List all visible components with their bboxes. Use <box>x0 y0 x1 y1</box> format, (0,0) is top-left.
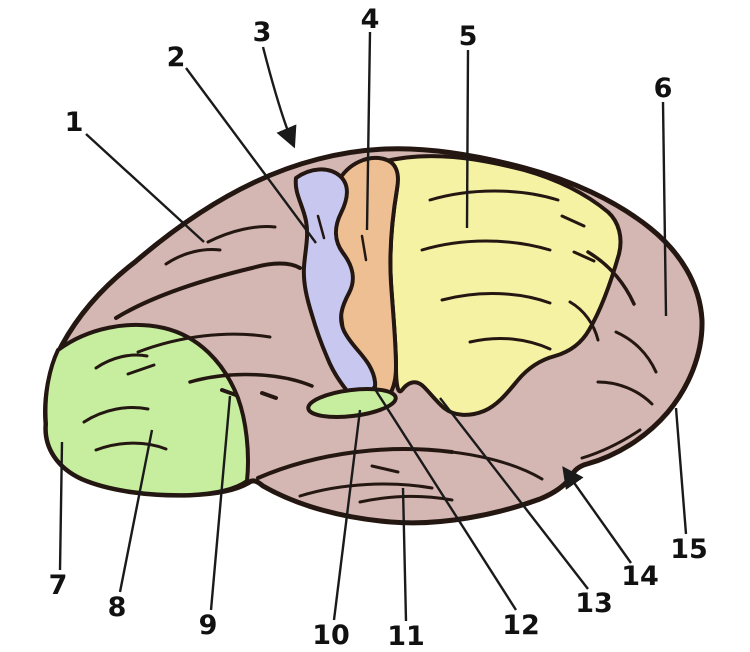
leader-line-1 <box>85 133 205 243</box>
label-13: 13 <box>575 588 613 619</box>
number-labels: 1 2 3 4 5 6 7 8 9 10 11 12 13 14 15 <box>49 4 708 652</box>
label-7: 7 <box>49 570 68 601</box>
label-2: 2 <box>167 42 186 73</box>
leader-lines <box>58 31 688 622</box>
label-14: 14 <box>621 561 659 592</box>
label-12: 12 <box>502 610 540 641</box>
label-15: 15 <box>670 534 708 565</box>
leader-line-10 <box>332 409 362 621</box>
label-3: 3 <box>253 17 272 48</box>
leader-line-2 <box>185 67 317 244</box>
label-10: 10 <box>312 620 350 651</box>
label-1: 1 <box>65 107 84 138</box>
label-5: 5 <box>459 21 478 52</box>
label-9: 9 <box>199 610 218 641</box>
leader-line-7 <box>58 441 64 571</box>
label-8: 8 <box>108 592 127 623</box>
leader-line-13 <box>439 397 589 590</box>
leader-line-6 <box>661 101 668 317</box>
leader-line-14 <box>562 466 632 564</box>
leader-line-12 <box>371 385 518 611</box>
region-green-oval <box>306 387 398 419</box>
region-blue-strip <box>293 167 378 402</box>
leader-line-4 <box>365 31 372 231</box>
label-6: 6 <box>654 73 673 104</box>
leader-line-5 <box>465 49 470 229</box>
leader-line-3 <box>261 46 297 149</box>
label-4: 4 <box>361 4 380 35</box>
label-11: 11 <box>387 621 425 652</box>
leader-line-9 <box>209 395 232 611</box>
leader-line-11 <box>401 487 408 622</box>
leader-line-8 <box>118 429 154 593</box>
leader-line-15 <box>674 407 688 535</box>
sulci-lines <box>82 189 658 504</box>
